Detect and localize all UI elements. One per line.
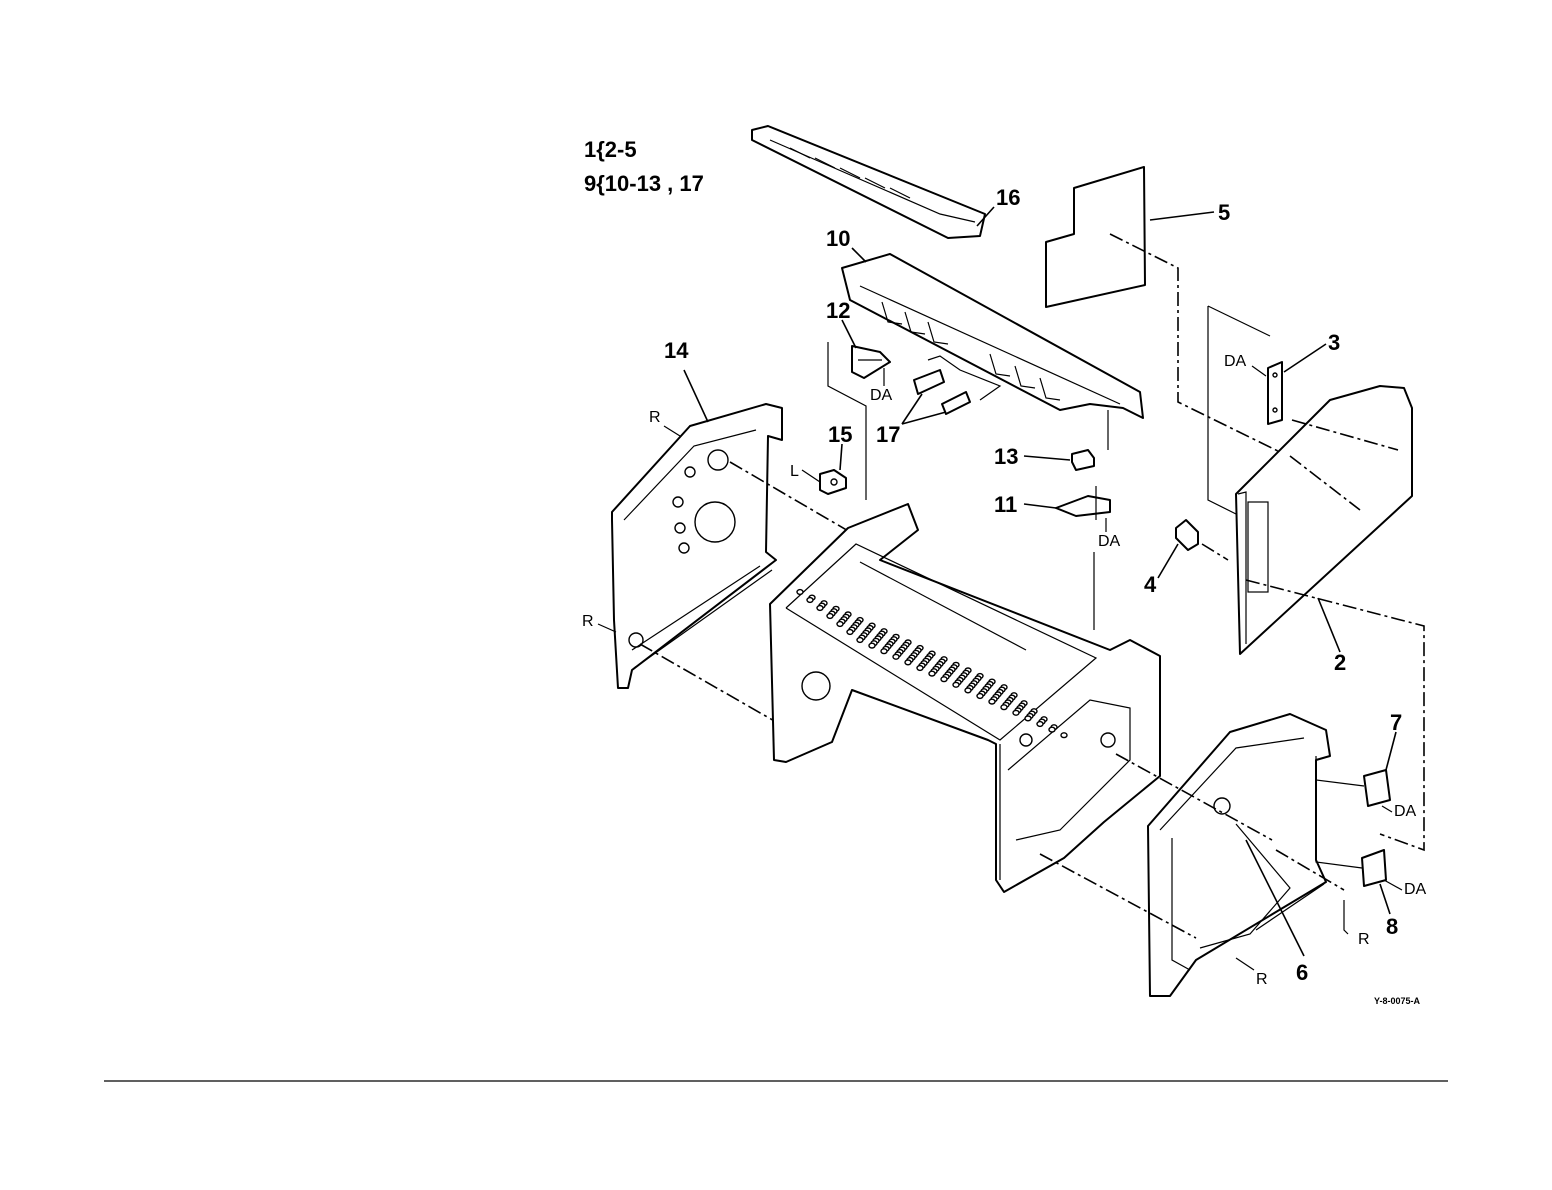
vent-hole	[869, 643, 875, 648]
part-11-bracket	[1056, 486, 1110, 520]
leader-5	[1150, 212, 1214, 220]
callout-15: 15	[828, 422, 852, 447]
vent-hole	[929, 671, 935, 676]
callout-14: 14	[664, 338, 689, 363]
leader-14	[684, 370, 708, 422]
mark-r-14b: R	[582, 613, 594, 630]
vent-hole	[965, 688, 971, 693]
vent-hole	[1037, 722, 1043, 727]
callout-5: 5	[1218, 200, 1230, 225]
callout-4: 4	[1144, 572, 1157, 597]
mark-da-3: DA	[1224, 353, 1247, 370]
callout-17: 17	[876, 422, 900, 447]
vent-hole	[881, 649, 887, 654]
callout-6: 6	[1296, 960, 1308, 985]
vent-hole	[1001, 705, 1007, 710]
part-15-switch	[820, 470, 846, 494]
mark-r-6a: R	[1256, 971, 1268, 988]
mark-r-6b: R	[1358, 931, 1370, 948]
callout-11: 11	[994, 492, 1017, 517]
figure-id: Y-8-0075-A	[1374, 996, 1421, 1006]
mark-da-8: DA	[1404, 881, 1427, 898]
vent-hole	[817, 606, 823, 611]
callout-13: 13	[994, 444, 1018, 469]
leader-4	[1158, 544, 1178, 578]
leader-15	[840, 444, 842, 470]
callout-2: 2	[1334, 650, 1346, 675]
mark-r-14a: R	[649, 409, 661, 426]
vent-hole	[977, 694, 983, 699]
callout-12: 12	[826, 298, 850, 323]
callout-10: 10	[826, 226, 850, 251]
leader-12	[842, 320, 856, 348]
part-4-knob	[1176, 520, 1198, 550]
vent-hole	[941, 677, 947, 682]
leader-2	[1318, 598, 1340, 652]
vent-hole	[905, 660, 911, 665]
vent-hole	[837, 622, 843, 627]
mark-da-11: DA	[1098, 533, 1121, 550]
vent-hole	[827, 614, 833, 619]
callout-8: 8	[1386, 914, 1398, 939]
vent-hole	[807, 598, 813, 603]
mark-da-7: DA	[1394, 803, 1417, 820]
leader-7	[1386, 732, 1396, 770]
part-13-block	[1072, 450, 1094, 470]
legend-line-2: 9{10-13 , 17	[584, 171, 704, 196]
callout-16: 16	[996, 185, 1020, 210]
part-16-guide	[752, 126, 985, 238]
part-5-sheet	[1046, 167, 1145, 307]
vent-hole	[989, 699, 995, 704]
callout-3: 3	[1328, 330, 1340, 355]
mark-da-12: DA	[870, 387, 893, 404]
leader-8	[1380, 884, 1390, 914]
leader-11	[1024, 504, 1056, 508]
vent-hole	[1049, 727, 1055, 732]
vent-hole	[797, 590, 803, 595]
vent-hole	[1061, 733, 1067, 738]
part-9-main-frame	[770, 504, 1160, 892]
vent-hole	[917, 666, 923, 671]
legend-line-1: 1{2-5	[584, 137, 637, 162]
leader-3	[1284, 344, 1326, 372]
part-3-hinge	[1268, 362, 1282, 424]
vent-hole	[1013, 710, 1019, 715]
vent-hole	[953, 682, 959, 687]
callout-7: 7	[1390, 710, 1402, 735]
part-14-left-frame	[612, 404, 782, 688]
part-7-hinge	[1316, 756, 1390, 806]
leader-10	[852, 248, 866, 262]
mark-l-15: L	[790, 463, 799, 480]
vent-hole	[857, 638, 863, 643]
vent-hole	[893, 654, 899, 659]
vent-hole	[1025, 716, 1031, 721]
leader-13	[1024, 456, 1070, 460]
vent-hole	[847, 630, 853, 635]
